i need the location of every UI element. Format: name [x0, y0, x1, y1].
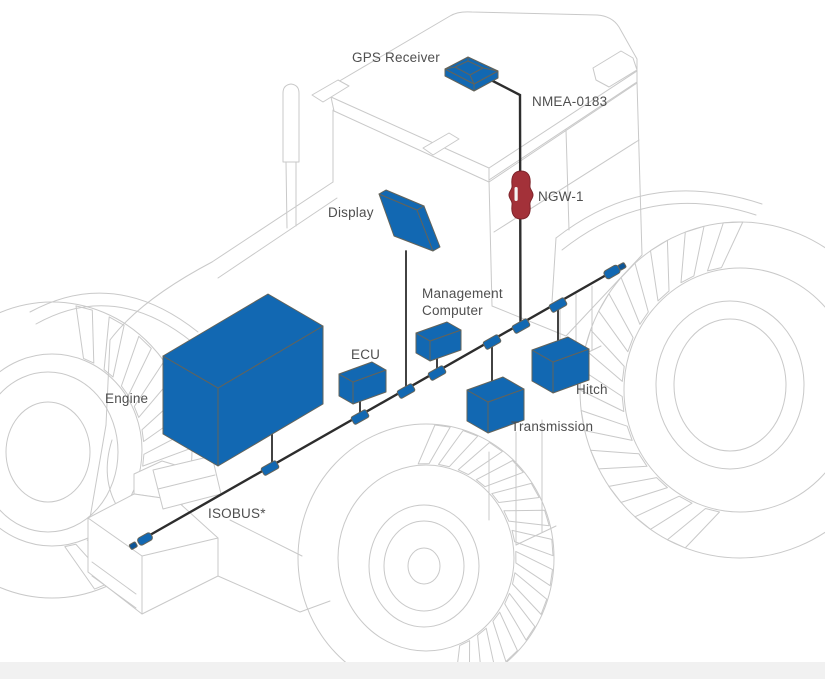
display-panel [378, 189, 441, 252]
label-transmission: Transmission [511, 419, 594, 434]
rear-chassis [488, 419, 557, 546]
label-ngw-1: NGW-1 [538, 189, 584, 204]
right-fender [551, 190, 763, 303]
bus-connector-ecu [350, 409, 370, 425]
ngw1-gateway [508, 170, 534, 220]
hood [89, 109, 338, 519]
cab-roof [311, 11, 638, 183]
bus-terminator-rear [603, 262, 627, 280]
bus-connector-transmission [482, 334, 502, 350]
label-hitch: Hitch [576, 382, 608, 397]
bus-connector-engine [260, 460, 280, 476]
rear-right-wheel [579, 221, 825, 559]
label-ecu: ECU [351, 347, 381, 362]
tractor-sketch [0, 11, 825, 679]
ngw1-indicator [514, 187, 518, 201]
label-engine: Engine [105, 391, 149, 406]
bus-connector-hitch [548, 297, 568, 313]
label-isobus: ISOBUS* [208, 506, 266, 521]
label-display: Display [328, 205, 374, 220]
bus-terminator-front [128, 532, 153, 550]
management-computer-box [415, 321, 462, 362]
label-management-computer: Management Computer [422, 286, 503, 318]
hitch-box [531, 336, 590, 394]
chassis-lines [217, 519, 331, 613]
network-devices [128, 56, 627, 550]
step-box [152, 455, 222, 510]
ecu-box [338, 361, 387, 405]
bus-connector-nmea [511, 318, 531, 334]
left-fender [29, 292, 199, 509]
isobus-backbone-line [148, 272, 610, 537]
engine-box [162, 293, 324, 467]
label-nmea-0183: NMEA-0183 [532, 94, 608, 109]
label-gps-receiver: GPS Receiver [352, 50, 440, 65]
gps-receiver-antenna [444, 56, 499, 92]
isobus-network [128, 56, 627, 550]
exhaust-stack [282, 83, 300, 229]
transmission-box [466, 376, 525, 434]
bus-connector-management-computer [427, 365, 447, 381]
footer-strip [0, 662, 825, 679]
bus-connector-display [396, 383, 416, 399]
nmea-0183-cable [485, 76, 522, 328]
